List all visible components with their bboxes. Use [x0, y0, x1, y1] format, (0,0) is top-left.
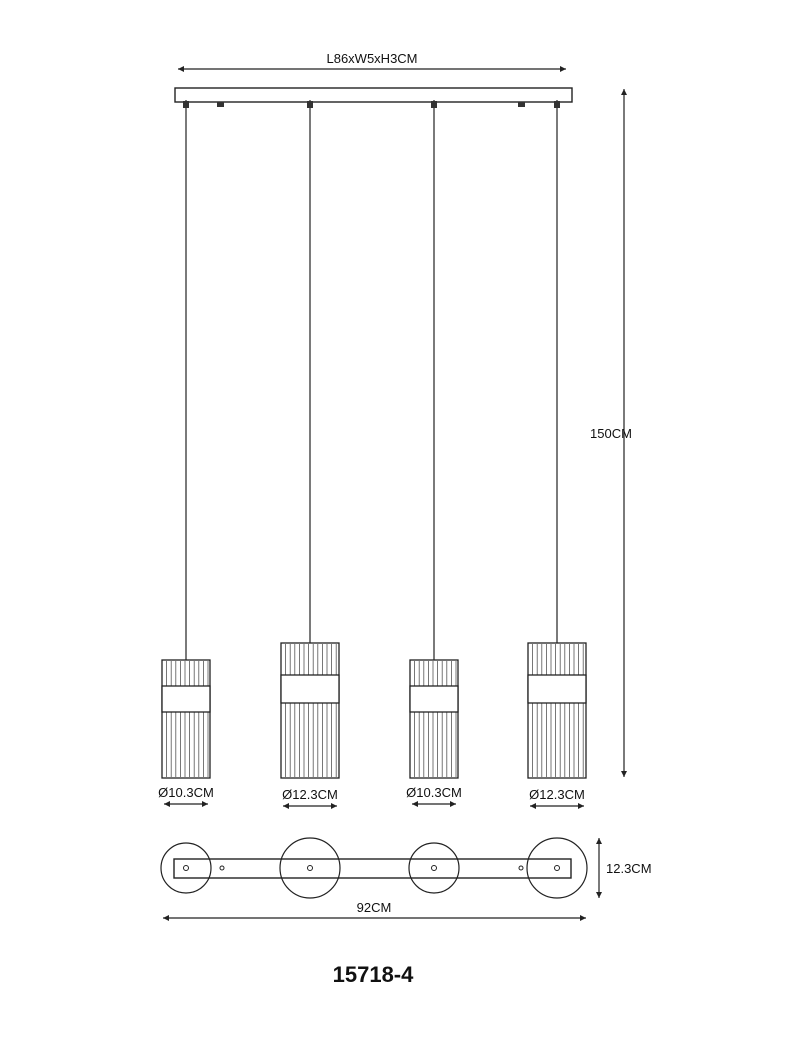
- pendant-3-cord-clamp: [431, 101, 437, 108]
- pendant-2-shade: [280, 642, 340, 779]
- canopy-bar: [174, 87, 573, 107]
- height-dimension-label: 150CM: [590, 426, 632, 441]
- plan-depth-dimension: 12.3CM: [596, 838, 652, 898]
- plan-length-dimension: 92CM: [163, 900, 586, 921]
- plan-screw-right: [518, 865, 524, 871]
- plan-canopy: [173, 858, 572, 879]
- pendant-2-diameter-label: Ø12.3CM: [282, 787, 338, 802]
- plan-hole-4: [554, 865, 560, 871]
- pendant-3-shade: [409, 659, 459, 779]
- pendant-3-metal-band: [409, 685, 459, 713]
- pendant-2: [280, 100, 340, 809]
- pendant-4: [527, 100, 587, 809]
- plan-screw-left: [219, 865, 225, 871]
- pendant-3-diameter-label: Ø10.3CM: [406, 785, 462, 800]
- pendant-2-metal-band: [280, 674, 340, 704]
- canopy-body: [174, 87, 573, 103]
- plan-shade-4: [526, 837, 588, 899]
- pendant-1: [161, 100, 211, 807]
- plan-hole-2: [307, 865, 313, 871]
- plan-depth-label: 12.3CM: [606, 861, 652, 876]
- canopy-dimension: L86xW5xH3CM: [178, 51, 566, 72]
- canopy-screw-right: [518, 102, 525, 107]
- pendant-1-shade: [161, 659, 211, 779]
- height-dimension: 150CM: [590, 89, 632, 777]
- pendant-4-cord-clamp: [554, 101, 560, 108]
- pendant-2-cord-clamp: [307, 101, 313, 108]
- pendant-1-diameter-label: Ø10.3CM: [158, 785, 214, 800]
- plan-shade-1: [160, 842, 212, 894]
- pendant-4-shade: [527, 642, 587, 779]
- plan-view: [160, 837, 588, 899]
- plan-hole-1: [183, 865, 189, 871]
- pendant-1-metal-band: [161, 685, 211, 713]
- pendant-group: [161, 100, 587, 809]
- plan-shade-2: [279, 837, 341, 899]
- canopy-screw-left: [217, 102, 224, 107]
- pendant-4-diameter-label: Ø12.3CM: [529, 787, 585, 802]
- plan-hole-3: [431, 865, 437, 871]
- canopy-dimension-label: L86xW5xH3CM: [326, 51, 417, 66]
- plan-length-label: 92CM: [357, 900, 392, 915]
- model-number: 15718-4: [333, 962, 415, 987]
- diameter-labels: Ø10.3CM Ø12.3CM Ø10.3CM Ø12.3CM: [158, 785, 585, 802]
- pendant-3: [409, 100, 459, 807]
- pendant-1-cord-clamp: [183, 101, 189, 108]
- plan-shade-3: [408, 842, 460, 894]
- pendant-4-metal-band: [527, 674, 587, 704]
